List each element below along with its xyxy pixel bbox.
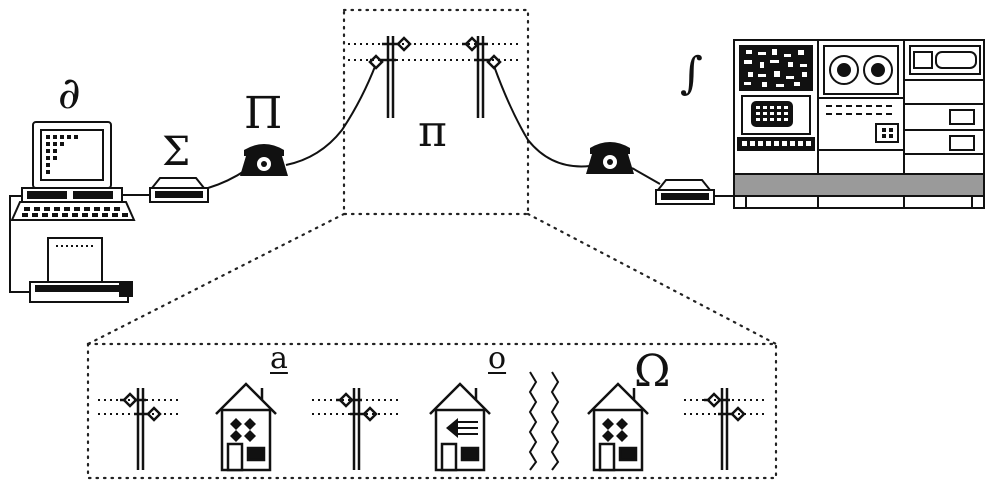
pole-wires-5 (684, 399, 768, 415)
cable-modem-phone-left (207, 169, 247, 189)
telephone-right-icon (586, 142, 634, 174)
utility-pole-2 (462, 36, 502, 118)
house-2-icon (429, 382, 491, 472)
label-house-1: a (270, 341, 288, 376)
pole-wires-4 (312, 399, 398, 415)
screen-pattern-icon (46, 135, 78, 174)
telephone-line-left (285, 63, 377, 166)
pole-wires-top (348, 43, 520, 61)
label-house-3: Ω (634, 346, 671, 397)
pole-wires-3 (98, 399, 180, 415)
telephone-line-right (493, 65, 591, 168)
label-phone-left: Π (244, 88, 283, 139)
telephone-left-icon (240, 144, 288, 176)
label-house-2: o (488, 341, 507, 376)
utility-pole-1 (368, 36, 412, 118)
zoom-box-bottom (86, 342, 778, 480)
break-lines (528, 371, 560, 471)
label-network: π (418, 106, 447, 157)
house-3-icon (587, 382, 649, 472)
label-mainframe: ∫ (680, 48, 703, 99)
computer (9, 121, 136, 303)
zoom-box-top (342, 8, 530, 216)
zoom-projection-lines (86, 212, 778, 346)
label-modem-left: Σ (162, 129, 191, 175)
label-computer: ∂ (58, 68, 81, 119)
cable-phone-modem-right (631, 167, 661, 185)
house-1-icon (215, 382, 277, 472)
utility-pole-4 (336, 388, 378, 470)
mainframe (733, 39, 985, 209)
modem-right (655, 179, 715, 205)
modem-left (149, 177, 209, 203)
utility-pole-5 (704, 388, 746, 470)
